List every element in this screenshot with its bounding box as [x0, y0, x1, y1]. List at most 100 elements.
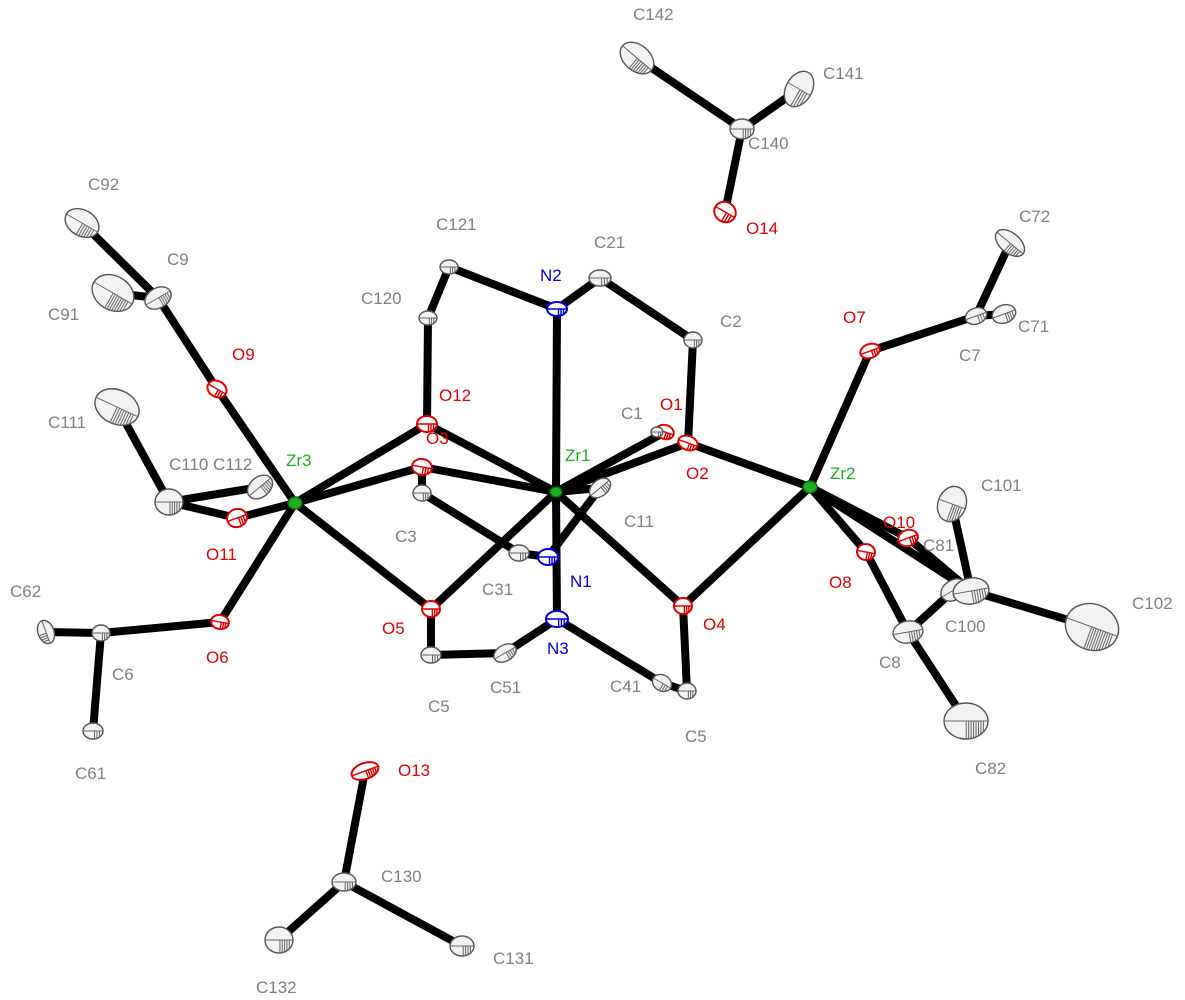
label-c72: C72 [1019, 207, 1050, 226]
atom-c82 [943, 702, 989, 740]
label-o8: O8 [829, 573, 852, 592]
label-zr2: Zr2 [830, 464, 856, 483]
bond-zr2-o8 [806, 483, 870, 556]
label-c92: C92 [88, 175, 119, 194]
atom-c130 [331, 872, 357, 892]
bond-n1-c11 [544, 484, 604, 561]
label-c100: C100 [945, 617, 986, 636]
label-o6: O6 [206, 648, 229, 667]
label-c82: C82 [975, 759, 1006, 778]
label-o10: O10 [883, 513, 915, 532]
atom-c101 [936, 485, 968, 523]
label-c6: C6 [112, 665, 134, 684]
label-o12: O12 [439, 386, 471, 405]
label-c110: C110 [169, 455, 208, 474]
atom-c91 [91, 273, 135, 313]
atom-c5b [677, 682, 697, 700]
label-c8: C8 [879, 653, 901, 672]
label-c5: C5 [428, 697, 450, 716]
label-c7: C7 [959, 346, 981, 365]
atom-c21 [588, 269, 612, 287]
label-c31: C31 [482, 580, 513, 599]
label-c112: C112 [213, 455, 252, 474]
atom-c112 [246, 474, 274, 500]
atom-c132 [264, 926, 294, 954]
atom-o6 [210, 613, 230, 631]
atom-c61 [82, 722, 104, 740]
bond-zr2-o2 [684, 439, 814, 491]
atom-c31 [508, 544, 530, 562]
bond-zr1-o12 [423, 420, 560, 496]
bond-zr2-o4 [679, 483, 814, 610]
atom-n2 [546, 301, 568, 317]
label-n3: N3 [547, 639, 569, 658]
bond-c130-c132 [275, 878, 348, 944]
bond-zr1-o1 [552, 428, 669, 496]
bond-zr3-o3 [291, 463, 426, 507]
label-o13: O13 [398, 761, 430, 780]
label-c142: C142 [633, 5, 674, 24]
bond-zr3-o5 [291, 499, 435, 613]
label-c121: C121 [436, 215, 477, 234]
bond-c7-c72 [972, 239, 1014, 320]
bond-o8-c8 [862, 548, 912, 636]
atom-o8 [856, 542, 876, 562]
atom-o3 [411, 457, 433, 477]
atom-c41 [651, 673, 673, 693]
atom-c131 [449, 935, 475, 957]
atom-o5 [421, 600, 441, 618]
atom-o2 [677, 434, 699, 452]
bond-c6-c61 [89, 629, 105, 735]
atom-c9 [144, 286, 172, 310]
bond-zr1-n2 [552, 305, 561, 496]
label-c21: C21 [594, 233, 625, 252]
label-c81: C81 [923, 536, 954, 555]
atom-n1 [537, 548, 559, 566]
bond-o6-c6 [97, 618, 224, 637]
label-c61: C61 [75, 764, 106, 783]
label-c120: C120 [361, 289, 402, 308]
bond-n3-c41 [553, 615, 666, 687]
atom-zr1 [549, 486, 563, 498]
label-c62: C62 [10, 582, 41, 601]
label-o7: O7 [843, 308, 866, 327]
atom-c141 [783, 70, 815, 108]
label-o1: O1 [660, 395, 683, 414]
label-c141: C141 [823, 64, 864, 83]
bonds-layer [42, 54, 1096, 950]
bond-zr3-o6 [216, 499, 299, 626]
bond-zr3-o12 [291, 420, 431, 507]
atom-o7 [859, 342, 881, 360]
atom-c72 [994, 228, 1026, 258]
label-o4: O4 [703, 615, 726, 634]
bond-c5b-o4 [679, 602, 691, 695]
atom-c110 [154, 488, 184, 516]
bond-o7-c7 [866, 312, 980, 355]
label-c131: C131 [493, 949, 534, 968]
bond-c21-c2 [596, 274, 697, 344]
label-c111: C111 [48, 413, 86, 432]
label-c91: C91 [48, 305, 79, 324]
atom-zr2 [802, 480, 818, 494]
label-c2: C2 [720, 312, 742, 331]
label-c101: C101 [981, 476, 1022, 495]
atom-o11 [226, 507, 248, 529]
labels-layer: Zr1Zr2Zr3N1N2N3O1O2O3O4O5O6O7O8O9O10O11O… [10, 5, 1173, 997]
atom-c1 [650, 426, 664, 438]
bond-zr1-o3 [418, 463, 560, 496]
atom-c140 [729, 118, 755, 140]
label-c71: C71 [1018, 317, 1049, 336]
atom-c62 [36, 619, 56, 645]
label-c41: C41 [610, 677, 641, 696]
atom-c71 [991, 303, 1017, 325]
label-o11: O11 [206, 545, 237, 564]
atom-o10 [897, 528, 919, 548]
bond-zr1-o5 [427, 488, 560, 613]
bond-c121-c120 [424, 263, 453, 322]
atom-c120 [418, 310, 438, 326]
atom-o9 [206, 379, 228, 399]
atom-o12 [416, 415, 438, 433]
bond-c120-o12 [423, 314, 432, 428]
label-c5b: C5 [685, 727, 707, 746]
